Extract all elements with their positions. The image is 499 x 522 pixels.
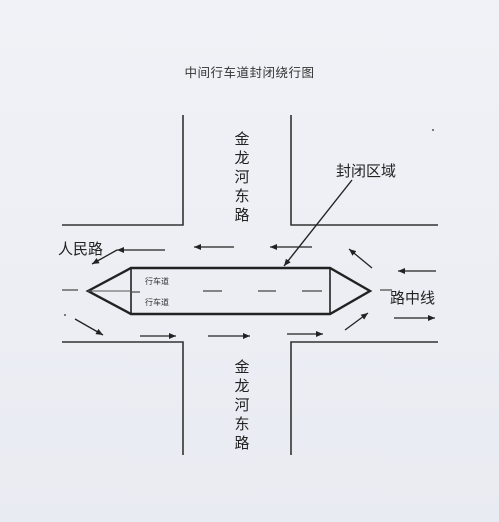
road-edge-ne (290, 115, 438, 226)
centerline-label: 路中线 (390, 289, 436, 307)
detour-arrow-upper-left (91, 249, 118, 265)
detour-arrow-lower-right (344, 312, 369, 331)
road-edge-se (290, 341, 438, 455)
closed-area-leader (283, 179, 353, 267)
road-edge-sw (62, 341, 184, 455)
closed-area-label: 封闭区域 (336, 162, 397, 180)
lane-label-lower: 行车道 (145, 298, 169, 307)
diagram-title: 中间行车道封闭绕行图 (184, 65, 315, 80)
detour-arrow-lower-left (74, 318, 104, 336)
road-label-south: 金龙河东路 (234, 358, 250, 452)
road-label-west: 人民路 (58, 240, 104, 258)
road-label-north: 金龙河东路 (234, 130, 250, 224)
detour-arrow-upper-right (348, 248, 373, 269)
road-edge-nw (62, 115, 184, 226)
lane-label-upper: 行车道 (145, 277, 169, 286)
